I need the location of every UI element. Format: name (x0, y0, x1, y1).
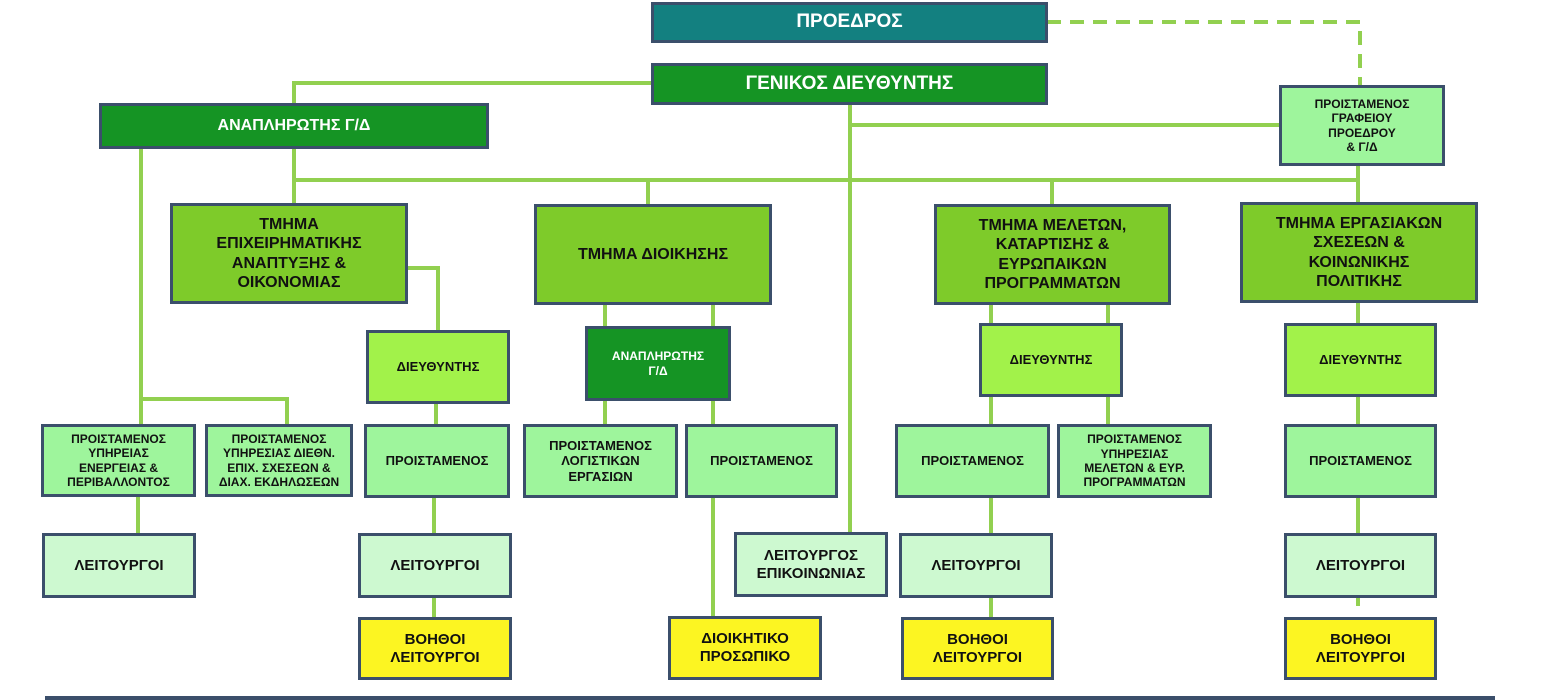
head-business-box: ΠΡΟΙΣΤΑΜΕΝΟΣ (364, 424, 510, 498)
head-studies-box: ΠΡΟΙΣΤΑΜΕΝΟΣ (895, 424, 1050, 498)
head-admin-box: ΠΡΟΙΣΤΑΜΕΝΟΣ (685, 424, 838, 498)
accounting-head-box: ΠΡΟΙΣΤΑΜΕΝΟΣ ΛΟΓΙΣΤΙΚΩΝ ΕΡΓΑΣΙΩΝ (523, 424, 678, 498)
president-box: ΠΡΟΕΔΡΟΣ (651, 2, 1048, 43)
deputy-gd-box: ΑΝΑΠΛΗΡΩΤΗΣ Γ/Δ (99, 103, 489, 149)
eu-service-head-box: ΠΡΟΙΣΤΑΜΕΝΟΣ ΥΠΗΡΕΣΙΑΣ ΜΕΛΕΤΩΝ & ΕΥΡ. ΠΡ… (1057, 424, 1212, 498)
assistants-studies-box: ΒΟΗΘΟΙ ΛΕΙΤΟΥΡΓΟΙ (901, 617, 1054, 680)
officers-energy-box: ΛΕΙΤΟΥΡΓΟΙ (42, 533, 196, 598)
bottom-divider (45, 696, 1495, 700)
deputy-admin-box: ΑΝΑΠΛΗΡΩΤΗΣ Γ/Δ (585, 326, 731, 401)
general-director-box: ΓΕΝΙΚΟΣ ΔΙΕΥΘΥΝΤΗΣ (651, 63, 1048, 105)
intl-service-head-box: ΠΡΟΙΣΤΑΜΕΝΟΣ ΥΠΗΡΕΣΙΑΣ ΔΙΕΘΝ. ΕΠΙΧ. ΣΧΕΣ… (205, 424, 353, 497)
head-labour-box: ΠΡΟΙΣΤΑΜΕΝΟΣ (1284, 424, 1437, 498)
assistants-business-box: ΒΟΗΘΟΙ ΛΕΙΤΟΥΡΓΟΙ (358, 617, 512, 680)
head-office-box: ΠΡΟΙΣΤΑΜΕΝΟΣ ΓΡΑΦΕΙΟΥ ΠΡΟΕΔΡΟΥ & Γ/Δ (1279, 85, 1445, 166)
dept-admin-box: ΤΜΗΜΑ ΔΙΟΙΚΗΣΗΣ (534, 204, 772, 305)
director-labour-box: ΔΙΕΥΘΥΝΤΗΣ (1284, 323, 1437, 397)
connector-gd-deputy (292, 81, 652, 103)
dept-business-box: ΤΜΗΜΑ ΕΠΙΧΕΙΡΗΜΑΤΙΚΗΣ ΑΝΑΠΤΥΞΗΣ & ΟΙΚΟΝΟ… (170, 203, 408, 304)
officers-labour-box: ΛΕΙΤΟΥΡΓΟΙ (1284, 533, 1437, 598)
energy-service-head-box: ΠΡΟΙΣΤΑΜΕΝΟΣ ΥΠΗΡΕΙΑΣ ΕΝΕΡΓΕΙΑΣ & ΠΕΡΙΒΑ… (41, 424, 196, 497)
dept-studies-box: ΤΜΗΜΑ ΜΕΛΕΤΩΝ, ΚΑΤΑΡΤΙΣΗΣ & ΕΥΡΩΠΑΙΚΩΝ Π… (934, 204, 1171, 305)
admin-staff-box: ΔΙΟΙΚΗΤΙΚΟ ΠΡΟΣΩΠΙΚΟ (668, 616, 822, 680)
director-business-box: ΔΙΕΥΘΥΝΤΗΣ (366, 330, 510, 404)
officers-studies-box: ΛΕΙΤΟΥΡΓΟΙ (899, 533, 1053, 598)
dept-labour-box: ΤΜΗΜΑ ΕΡΓΑΣΙΑΚΩΝ ΣΧΕΣΕΩΝ & ΚΟΙΝΩΝΙΚΗΣ ΠΟ… (1240, 202, 1478, 303)
director-studies-box: ΔΙΕΥΘΥΝΤΗΣ (979, 323, 1123, 397)
assistants-labour-box: ΒΟΗΘΟΙ ΛΕΙΤΟΥΡΓΟΙ (1284, 617, 1437, 680)
dashed-connector (1047, 20, 1362, 85)
comms-officer-box: ΛΕΙΤΟΥΡΓΟΣ ΕΠΙΚΟΙΝΩΝΙΑΣ (734, 532, 888, 597)
connector-business (407, 266, 440, 330)
officers-business-box: ΛΕΙΤΟΥΡΓΟΙ (358, 533, 512, 598)
